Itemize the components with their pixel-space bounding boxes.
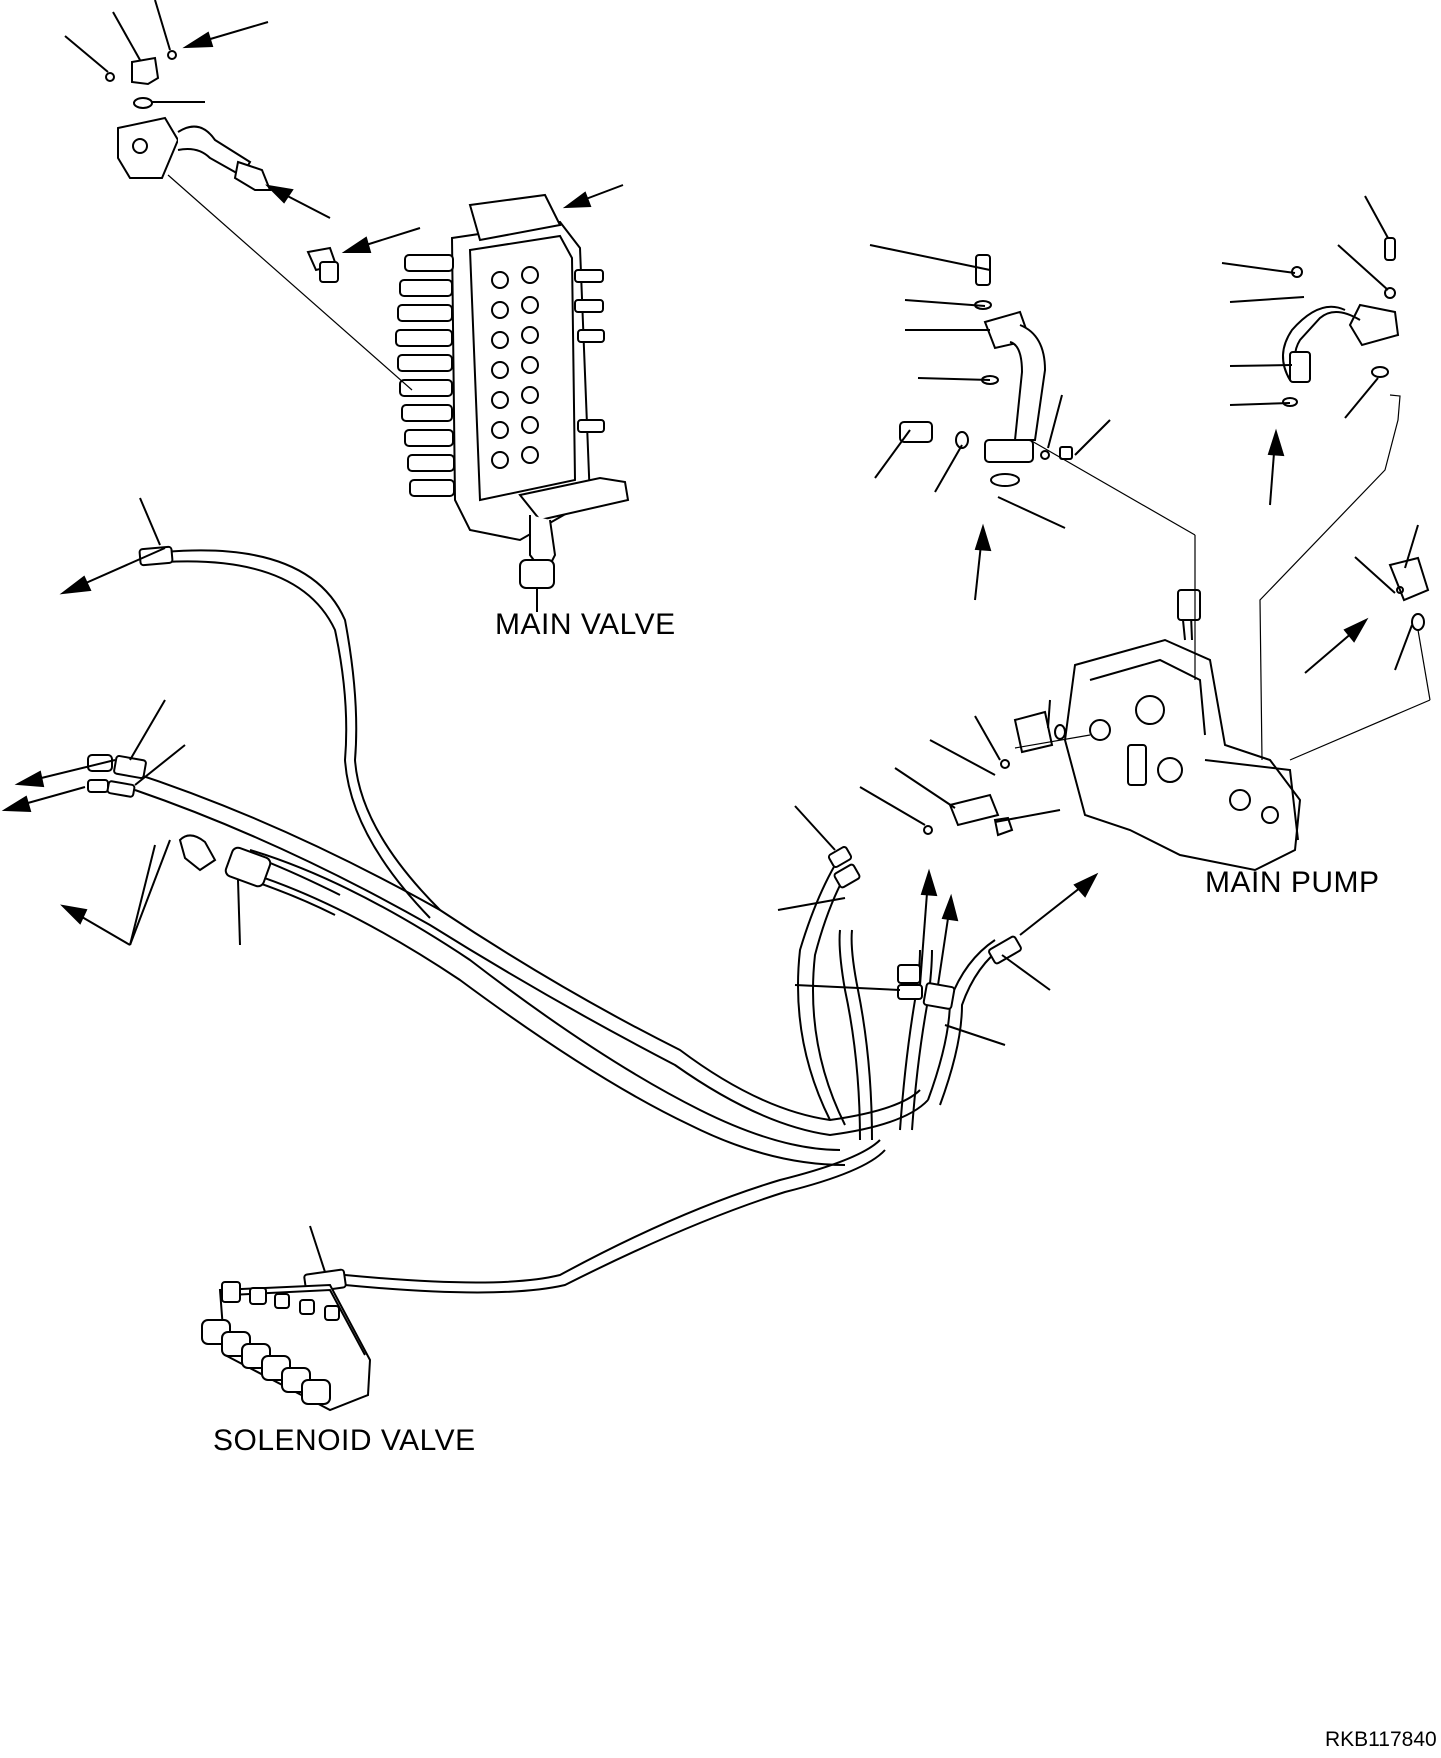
elbow-fitting xyxy=(1289,556,1431,761)
hose-fittings xyxy=(87,545,1022,1294)
main-valve-assembly xyxy=(395,193,630,612)
direction-arrows xyxy=(1,21,1369,986)
pump-outlet-pipe-a xyxy=(899,254,1196,680)
pressure-sensor xyxy=(306,246,339,283)
drawing-code: RKB117840 xyxy=(1325,1728,1437,1751)
main-pump-label: MAIN PUMP xyxy=(1205,866,1380,899)
leader-lines xyxy=(129,195,1419,1273)
solenoid-valve-assembly xyxy=(201,1281,372,1412)
elbow-pipe xyxy=(117,116,413,391)
main-valve-label: MAIN VALVE xyxy=(495,608,676,641)
tee-fitting xyxy=(64,0,205,109)
pump-outlet-pipe-b xyxy=(1259,237,1401,761)
pump-fittings xyxy=(923,710,1091,837)
solenoid-valve-label: SOLENOID VALVE xyxy=(213,1424,476,1457)
main-pump-assembly xyxy=(1063,589,1302,872)
hose-bundle xyxy=(124,549,1006,1294)
